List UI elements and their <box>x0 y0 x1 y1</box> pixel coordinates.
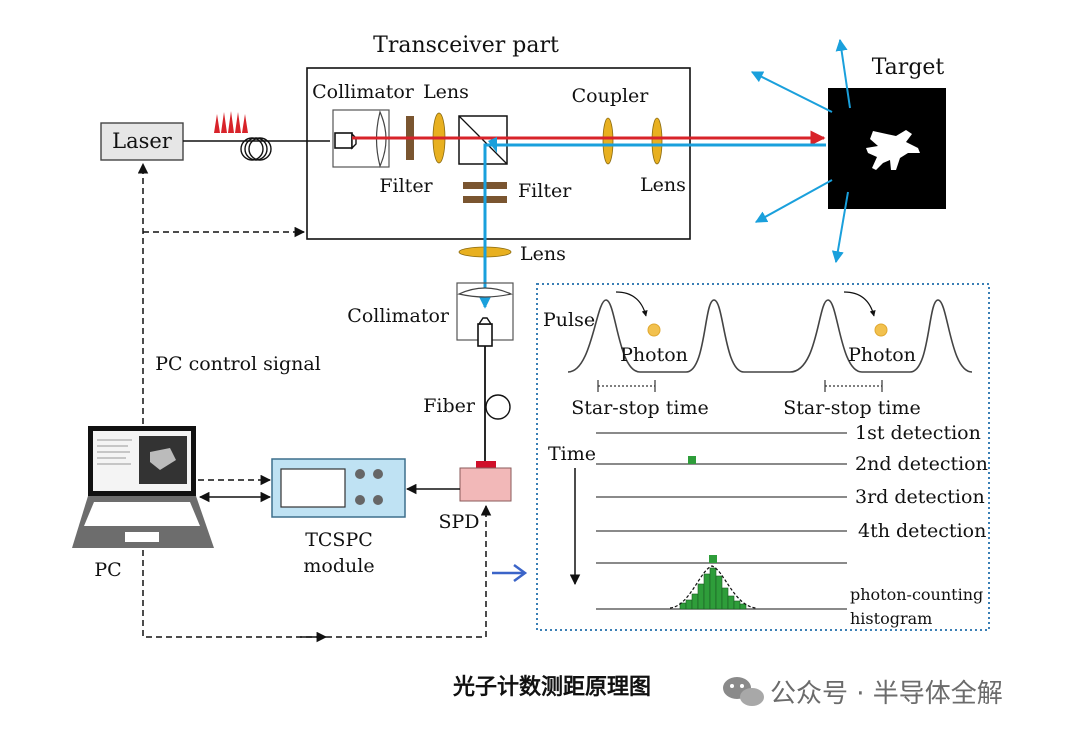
inset-panel <box>536 283 990 631</box>
coupler-lens-1 <box>602 117 614 165</box>
tcspc-knob-1 <box>355 469 365 479</box>
spd-label: SPD <box>438 511 479 533</box>
scatter-arrow-3 <box>754 179 833 223</box>
histogram-label-line1: photon-counting <box>850 585 983 604</box>
detection-label-2: 2nd detection <box>855 453 988 475</box>
filter-mid-label: Filter <box>518 180 572 202</box>
pc-label: PC <box>94 559 121 581</box>
tcspc-screen <box>280 468 346 508</box>
collimator-mid-lens <box>457 287 513 298</box>
aircraft-target-icon <box>866 130 920 170</box>
laser-label: Laser <box>112 129 173 153</box>
histogram-fit-curve <box>669 565 757 609</box>
scatter-arrow-4 <box>831 191 849 264</box>
collimator-top-ferrule <box>334 132 353 149</box>
wechat-icon <box>723 677 764 706</box>
laptop-touchpad <box>125 532 159 542</box>
fiber-coil-icon <box>240 137 272 161</box>
tcspc-label-line2: module <box>303 555 374 577</box>
fiber-coil-icon <box>485 394 511 420</box>
laptop-keyboard <box>84 502 200 526</box>
collimator-mid-tip <box>477 317 493 325</box>
tcspc-label-line1: TCSPC <box>305 529 373 551</box>
detection-marker-5 <box>709 555 717 563</box>
pulse-label: Pulse <box>543 309 595 331</box>
lens-right-label: Lens <box>640 174 686 196</box>
startstop-bracket-2 <box>824 380 883 392</box>
watermark-text: 公众号 · 半导体全解 <box>770 679 1003 709</box>
scatter-arrows <box>750 38 851 264</box>
tcspc-knob-3 <box>355 495 365 505</box>
scatter-arrow-1 <box>835 38 851 109</box>
collimator-top-label: Collimator <box>312 81 415 103</box>
collimator-top-tip <box>351 132 357 150</box>
histogram-label-line2: histogram <box>850 609 932 628</box>
inset-hint-arrowhead <box>513 563 528 583</box>
red-pulse-train-icon <box>214 111 248 133</box>
photon-arrow-2 <box>843 291 876 317</box>
coupler-label: Coupler <box>572 85 650 107</box>
detection-label-1: 1st detection <box>855 422 981 444</box>
fiber-label: Fiber <box>423 395 476 417</box>
photon-counting-histogram <box>679 567 747 610</box>
transceiver-label: Transceiver part <box>373 33 559 58</box>
spd-box <box>459 467 512 502</box>
time-label: Time <box>548 443 596 465</box>
scatter-arrow-2 <box>750 71 833 113</box>
startstop-bracket-1 <box>597 380 656 392</box>
photon-dot-icon <box>874 323 888 337</box>
return-beam <box>476 143 826 309</box>
photon-label-2: Photon <box>848 344 916 366</box>
pc-control-label: PC control signal <box>155 353 321 375</box>
startstop-label-1: Star-stop time <box>571 397 708 419</box>
tcspc-knob-2 <box>373 469 383 479</box>
beam-splitter-diagonal <box>458 115 508 165</box>
detection-label-3: 3rd detection <box>855 486 985 508</box>
tcspc-knob-4 <box>373 495 383 505</box>
laptop-icon <box>72 426 214 548</box>
target-label: Target <box>872 55 945 80</box>
collimator-mid-label: Collimator <box>347 305 450 327</box>
pc-to-spd-dashed-path <box>142 504 492 638</box>
filter-left-label: Filter <box>379 175 433 197</box>
detection-label-4: 4th detection <box>858 520 986 542</box>
figure-caption: 光子计数测距原理图 <box>452 674 651 700</box>
collimator-mid-ferrule <box>477 323 493 347</box>
pulse-waveform <box>567 299 973 373</box>
startstop-label-2: Star-stop time <box>783 397 920 419</box>
lens-bottom-label: Lens <box>520 243 566 265</box>
photon-dot-icon <box>647 323 661 337</box>
photon-label-1: Photon <box>620 344 688 366</box>
laptop-screen-image-detail <box>150 448 176 470</box>
spd-cap <box>476 461 496 469</box>
photon-arrow-1 <box>615 291 648 317</box>
coupler-lens-2 <box>651 117 663 165</box>
transceiver-box <box>306 67 691 240</box>
lens-top-label: Lens <box>423 81 469 103</box>
detection-marker-2 <box>688 456 696 464</box>
return-beam-arrowhead-left <box>488 137 497 153</box>
laser-box <box>100 122 184 161</box>
